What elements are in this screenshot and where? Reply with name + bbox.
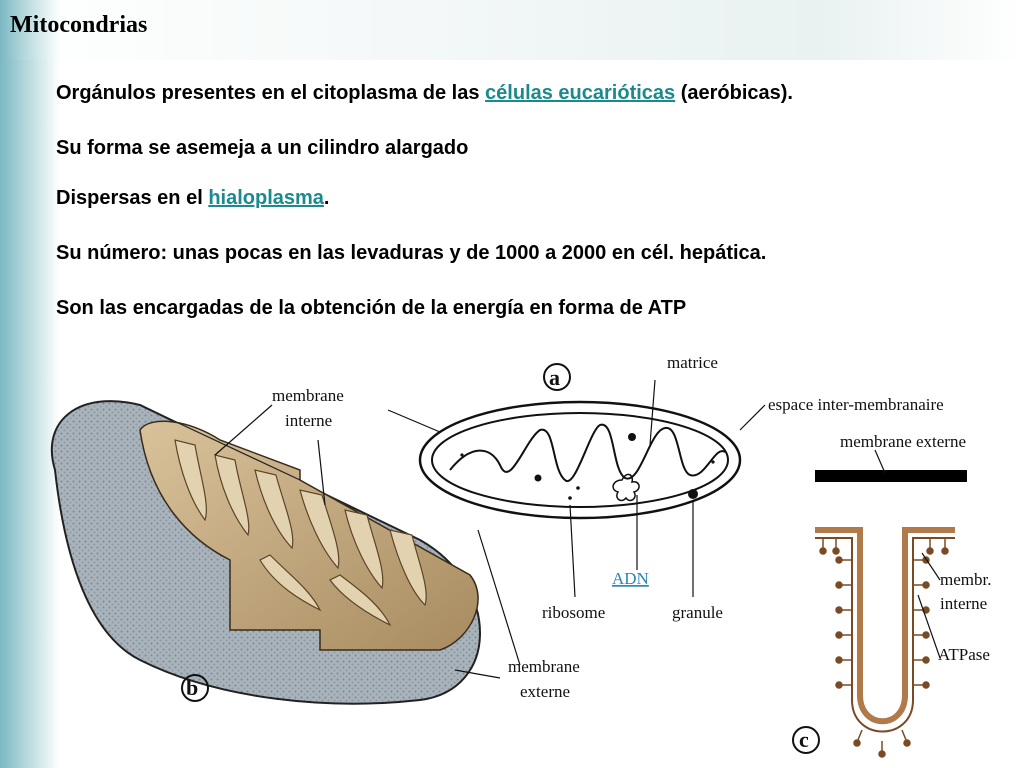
text-line-4: Su número: unas pocas en las levaduras y… [56,242,766,265]
text-line-2-content: Su forma se asemeja a un cilindro alarga… [56,137,469,159]
label-adn: ADN [612,569,649,588]
leader-lines [214,379,941,679]
badge-a-label: a [549,365,560,390]
text-line-3-start: Dispersas en el [56,187,209,209]
text-line-3-end: . [323,187,330,209]
dna-squiggle [612,473,640,502]
label-membr-interne-line1: membr. [940,570,991,589]
background-left-gradient [0,0,60,768]
link-hialoplasma[interactable]: hialoplasma [208,187,324,209]
label-espace-inter-membranaire: espace inter-membranaire [768,395,944,414]
badge-a-circle [543,363,571,391]
text-line-3: Dispersas en el hialoplasma. [56,187,329,210]
label-membrane-externe-line2: externe [520,682,570,701]
label-ribosome: ribosome [542,603,605,622]
page-title: Mitocondrias [10,12,148,38]
label-membrane-externe-line1: membrane [508,657,580,676]
link-celulas-eucarioticas[interactable]: células eucarióticas [485,82,676,104]
text-line-1: Orgánulos presentes en el citoplasma de … [56,82,793,105]
label-membrane-interne-line2: interne [285,411,332,430]
text-line-5: Son las encargadas de la obtención de la… [56,297,686,320]
text-line-2: Su forma se asemeja a un cilindro alarga… [56,137,468,160]
text-line-4-content: Su número: unas pocas en las levaduras y… [56,242,767,264]
label-membrane-externe-c: membrane externe [840,432,966,451]
mitochondrion-3d-drawing: b [50,400,481,705]
label-granule: granule [672,603,723,622]
label-membrane-interne-line1: membrane [272,386,344,405]
label-atpase: ATPase [938,645,990,664]
mitochondrion-section-drawing: a [418,363,742,520]
badge-b-label: b [186,675,198,700]
text-line-1-start: Orgánulos presentes en el citoplasma de … [56,82,486,104]
label-membr-interne-line2: interne [940,594,987,613]
label-matrice: matrice [667,353,718,372]
crista-detail-drawing: c [792,470,967,758]
badge-c-label: c [799,727,809,752]
text-line-1-end: (aeróbicas). [675,82,793,104]
badge-c-circle [792,726,820,754]
badge-b-circle [181,674,209,702]
background-top-band [0,0,1024,60]
text-line-5-content: Son las encargadas de la obtención de la… [56,297,687,319]
